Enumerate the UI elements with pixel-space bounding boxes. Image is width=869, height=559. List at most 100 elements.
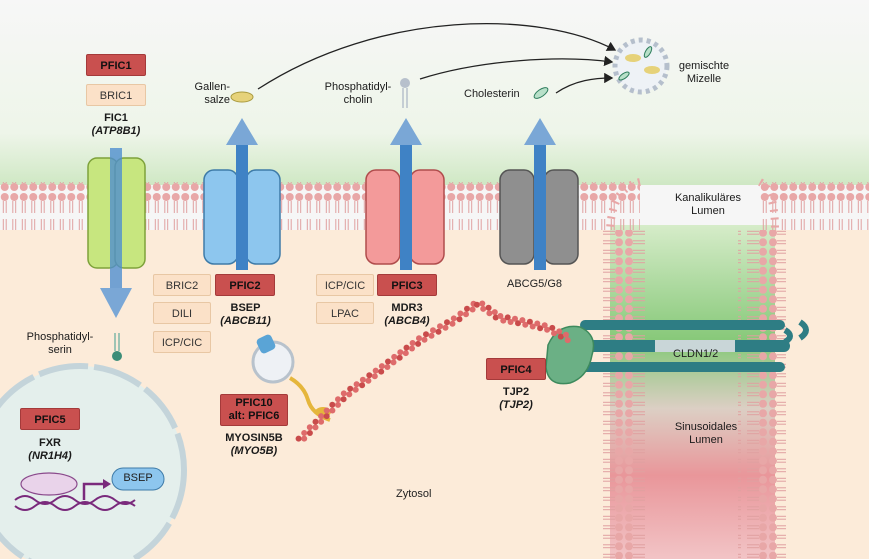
abcg5-g8-transporter <box>499 118 579 270</box>
actin-bead <box>384 364 391 370</box>
actin-bead <box>442 324 449 331</box>
actin-bead <box>335 401 341 408</box>
fic1-gene: (ATP8B1) <box>91 125 141 137</box>
mdr3-label: MDR3 (ABCB4) <box>362 302 452 328</box>
actin-bead <box>463 311 469 318</box>
actin-bead <box>491 309 498 316</box>
actin-bead <box>329 401 336 408</box>
actin-bead <box>366 372 373 379</box>
cholesterol-molecule <box>533 87 549 99</box>
bsep-label: BSEP (ABCB11) <box>198 302 293 328</box>
pfic5-box: PFIC5 <box>20 408 80 430</box>
fxr-gene: (NR1H4) <box>28 450 72 462</box>
actin-bead <box>402 350 409 357</box>
arrow-cholesterol-to-micelle <box>555 72 614 94</box>
actin-bead <box>391 353 398 360</box>
actin-bead <box>409 340 416 346</box>
bsep-target-label: BSEP <box>123 472 153 484</box>
actin-bead <box>340 396 347 403</box>
cldn-label: CLDN1/2 <box>673 348 719 360</box>
fic1-name: FIC1 <box>104 112 128 124</box>
ps-line2: serin <box>48 344 72 356</box>
actin-bead <box>359 382 366 389</box>
bile-salts-label: Gallen- salze <box>186 81 230 107</box>
actin-bead <box>500 317 507 324</box>
actin-bead <box>318 418 325 425</box>
actin-bead <box>537 325 544 332</box>
actin-bead <box>403 344 410 351</box>
actin-bead <box>512 315 518 322</box>
micelle-label: gemischte Mizelle <box>672 60 736 86</box>
actin-bead <box>457 310 464 317</box>
actin-bead <box>346 391 353 398</box>
actin-bead <box>534 320 541 327</box>
actin-bead <box>416 335 422 342</box>
actin-bead <box>335 396 341 403</box>
actin-bead <box>549 324 556 331</box>
actin-bead <box>415 340 422 347</box>
pfic1-box: PFIC1 <box>86 54 146 76</box>
bric2-box: BRIC2 <box>153 274 211 296</box>
membrane-bilayer-right <box>760 182 869 230</box>
actin-bead <box>563 331 569 338</box>
bile-salts-line2: salze <box>204 94 230 106</box>
actin-bead <box>564 337 571 344</box>
actin-bead <box>306 430 313 436</box>
actin-bead <box>444 319 450 326</box>
sinusoidal-lumen-label: Sinusoidales Lumen <box>664 421 748 447</box>
pfic4-box: PFIC4 <box>486 358 546 380</box>
sinusoidal-line2: Lumen <box>689 434 723 446</box>
pfic10-line: PFIC10 <box>235 397 273 409</box>
actin-bead <box>340 390 347 397</box>
icp-cic-box-bsep: ICP/CIC <box>153 331 211 353</box>
actin-bead <box>359 376 366 383</box>
actin-bead <box>492 314 499 321</box>
membrane-vertical-right <box>738 230 786 559</box>
actin-bead <box>515 320 521 327</box>
actin-bead <box>323 407 330 414</box>
ps-line1: Phosphatidyl- <box>26 331 94 343</box>
pfic10-box: PFIC10 alt: PFIC6 <box>220 394 288 426</box>
actin-bead <box>485 304 492 311</box>
fic1-label: FIC1 (ATP8B1) <box>70 112 162 138</box>
tjp2-name: TJP2 <box>502 386 530 398</box>
dili-box: DILI <box>153 302 211 324</box>
actin-bead <box>329 407 336 414</box>
actin-bead <box>312 424 319 431</box>
actin-bead <box>541 322 548 329</box>
actin-bead <box>372 367 379 374</box>
tight-junction-cldn <box>568 319 809 372</box>
bsep-transporter <box>203 118 281 270</box>
actin-bead <box>449 320 456 327</box>
actin-bead <box>397 349 404 356</box>
actin-bead <box>557 333 564 340</box>
actin-bead <box>352 386 359 393</box>
actin-bead <box>437 323 443 330</box>
myo5b-name: MYOSIN5B <box>225 432 283 444</box>
actin-bead <box>421 336 428 343</box>
actin-bead <box>469 306 476 313</box>
actin-bead <box>526 318 533 325</box>
phosphatidylserine-molecule <box>112 333 122 361</box>
bsep-gene: (ABCB11) <box>220 315 271 327</box>
actin-bead <box>435 328 442 335</box>
bile-salt-molecule <box>230 91 254 103</box>
actin-bead <box>479 300 486 307</box>
actin-bead <box>504 314 511 321</box>
actin-bead <box>423 331 429 338</box>
lpac-box: LPAC <box>316 302 374 324</box>
actin-bead <box>456 316 463 323</box>
actin-bead <box>390 359 397 366</box>
phosphatidylcholine-molecule <box>400 78 410 108</box>
actin-bead <box>323 413 330 420</box>
actin-bead <box>544 326 551 333</box>
actin-bead <box>396 354 403 361</box>
actin-bead <box>409 345 415 352</box>
phosphatidylcholine-label: Phosphatidyl- cholin <box>318 81 398 107</box>
actin-bead <box>497 313 504 319</box>
cytosol-label: Zytosol <box>396 488 432 500</box>
pfic3-box: PFIC3 <box>377 274 437 296</box>
actin-bead <box>301 430 308 436</box>
abcg5-g8-label: ABCG5/G8 <box>507 278 563 290</box>
